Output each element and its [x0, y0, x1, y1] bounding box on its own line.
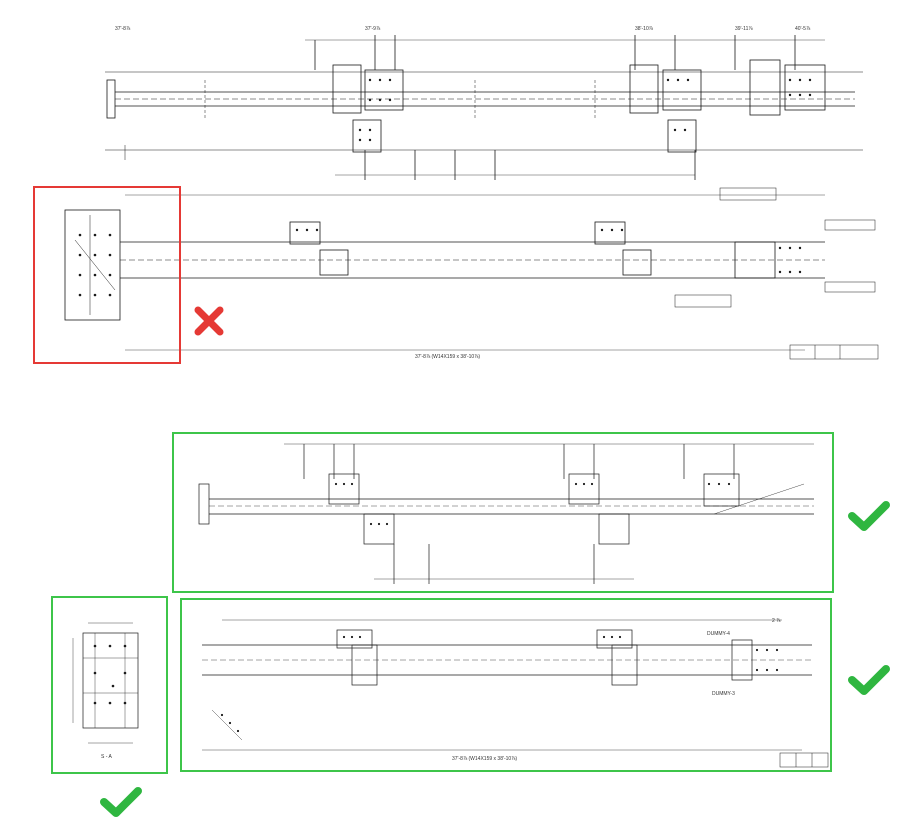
- x-mark-icon: [193, 305, 225, 337]
- lower-accepted-linework: DUMMY-4 DUMMY-3 2 ⅞ 37'-8⅞ (W14X159 x 38…: [202, 618, 829, 768]
- checkmark-icon: [848, 664, 890, 696]
- dimension-3: 38'-10⅞: [635, 26, 654, 32]
- detail-section-linework: S - A: [72, 622, 139, 760]
- upper-accepted-linework: [198, 443, 814, 584]
- bottom-note: 37'-8⅞ (W14X159 x 38'-10⅞): [452, 756, 517, 762]
- accepted-region-upper-box: [172, 432, 834, 593]
- dimension-label: 2 ⅞: [772, 618, 781, 624]
- dimension-5: 40'-5⅞: [795, 26, 811, 32]
- checkmark-icon: [100, 786, 142, 818]
- dummy-label-2: DUMMY-3: [712, 691, 735, 697]
- checkmark-icon: [848, 500, 890, 532]
- dummy-label-1: DUMMY-4: [707, 631, 730, 637]
- bottom-note: 37'-8⅞ (W14X159 x 38'-10⅞): [415, 354, 480, 360]
- upper-accepted-sheet: [174, 434, 832, 591]
- dimension-2: 37'-9⅞: [365, 26, 381, 32]
- dimension-4: 39'-11⅞: [735, 26, 753, 32]
- accepted-region-detail-box: [51, 596, 168, 774]
- detail-section-sheet: S - A: [53, 598, 166, 772]
- accepted-region-lower-box: [180, 598, 832, 772]
- original-drawing-linework: 37'-8⅞ 37'-9⅞ 38'-10⅞ 39'-11⅞ 40'-5⅞ 37'…: [64, 26, 879, 360]
- detail-label: S - A: [101, 754, 113, 760]
- dimension-1: 37'-8⅞: [115, 26, 131, 32]
- lower-accepted-sheet: DUMMY-4 DUMMY-3 2 ⅞ 37'-8⅞ (W14X159 x 38…: [182, 600, 830, 770]
- rejected-region-box: [33, 186, 181, 364]
